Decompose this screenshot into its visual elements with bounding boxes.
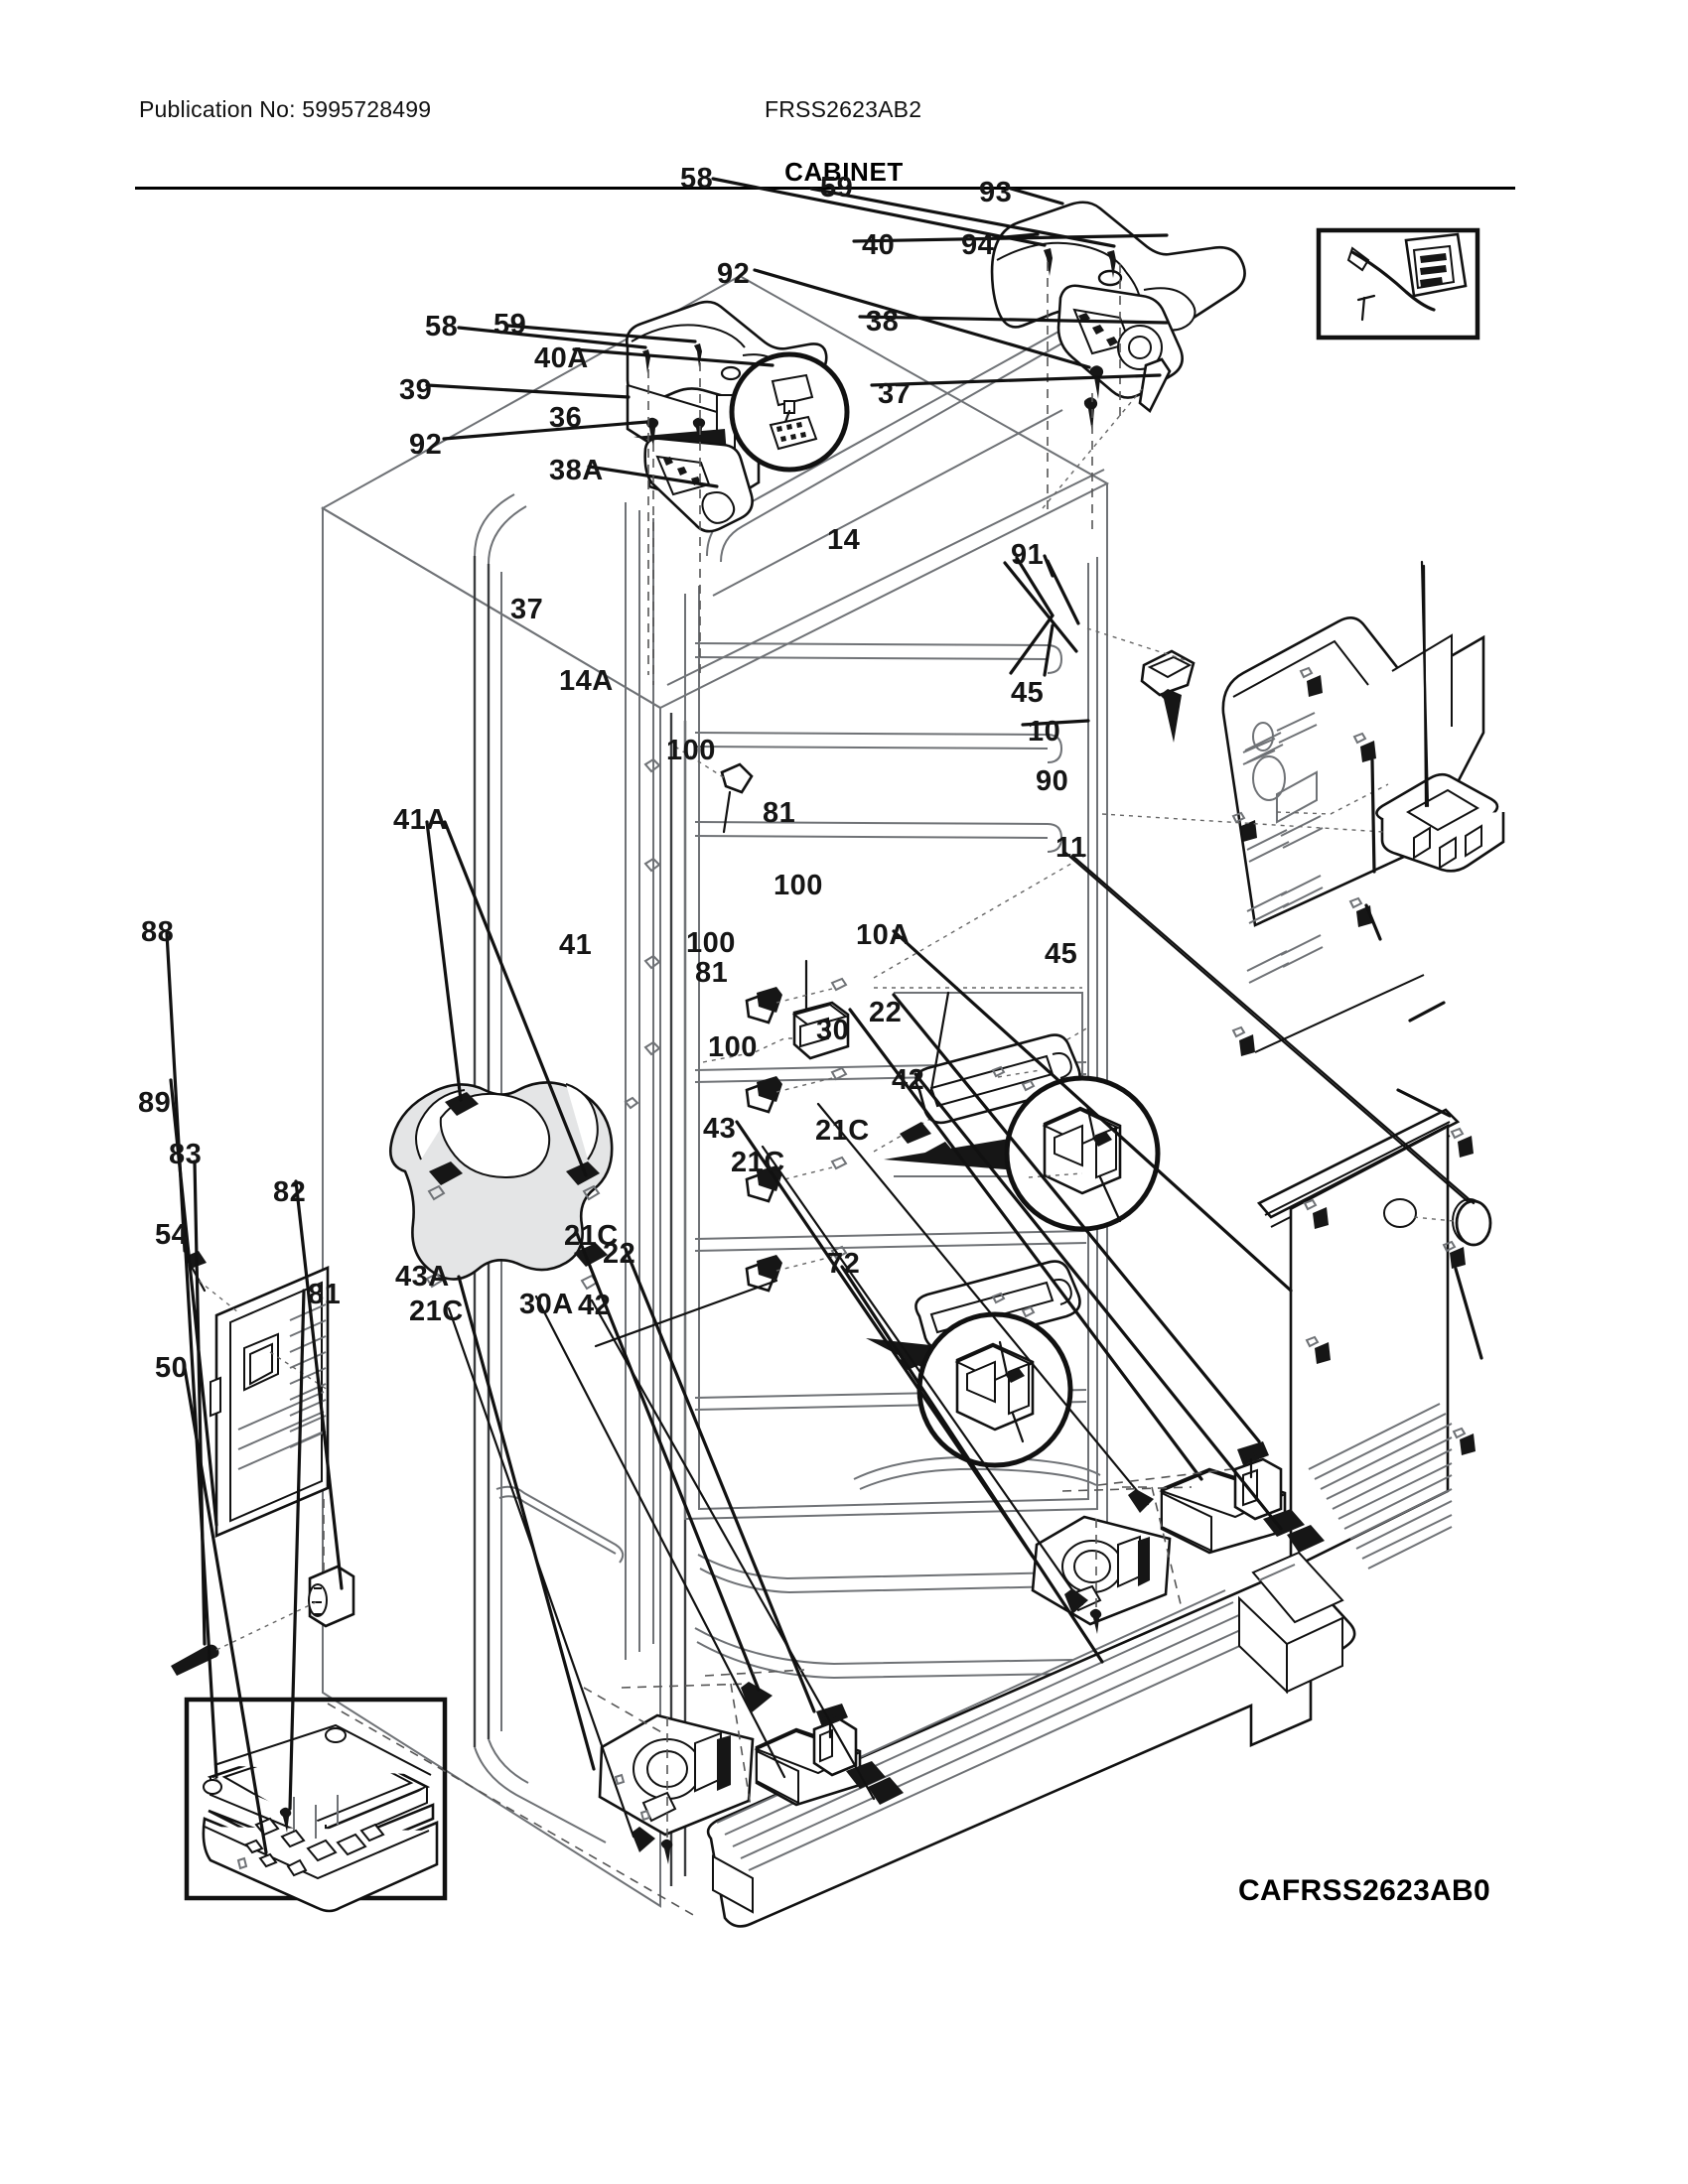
callout-81-lower: 81 bbox=[695, 957, 729, 989]
callout-38: 38 bbox=[866, 306, 900, 338]
cabinet-shelves bbox=[694, 312, 1106, 1680]
cabinet-mount-holes bbox=[624, 757, 661, 1110]
inset-box-50 bbox=[183, 1233, 448, 1913]
callout-90: 90 bbox=[1036, 765, 1069, 797]
callout-100-c: 100 bbox=[686, 927, 736, 959]
part-91-valve bbox=[1015, 554, 1505, 873]
callout-21C-c: 21C bbox=[564, 1220, 619, 1252]
callout-59-left: 59 bbox=[493, 309, 527, 341]
callout-92-left: 92 bbox=[409, 429, 443, 461]
callout-42-right: 42 bbox=[892, 1064, 925, 1096]
callout-14A: 14A bbox=[559, 665, 614, 697]
callout-100-b: 100 bbox=[774, 870, 823, 901]
callout-21C-a: 21C bbox=[815, 1115, 870, 1147]
callout-91: 91 bbox=[1011, 539, 1045, 571]
callout-10A: 10A bbox=[856, 919, 911, 951]
callout-30A: 30A bbox=[519, 1289, 574, 1320]
part-10-side-panel bbox=[1003, 561, 1485, 1056]
callout-37-top: 37 bbox=[878, 378, 912, 410]
publication-number: Publication No: 5995728499 bbox=[139, 96, 432, 122]
callout-89: 89 bbox=[138, 1087, 172, 1119]
callout-94: 94 bbox=[961, 229, 995, 261]
part-100-handle-upper bbox=[900, 991, 1081, 1163]
diagram-code: CAFRSS2623AB0 bbox=[1238, 1874, 1490, 1907]
callout-81-upper: 81 bbox=[763, 797, 796, 829]
leaders-top-right bbox=[711, 177, 1169, 536]
callout-22-right: 22 bbox=[869, 997, 903, 1028]
leaders-right-panel bbox=[1043, 559, 1446, 1023]
title-divider bbox=[135, 187, 1515, 190]
callout-36: 36 bbox=[549, 402, 583, 434]
page-title: CABINET bbox=[784, 157, 904, 187]
callout-40A: 40A bbox=[534, 342, 589, 374]
callout-21C-d: 21C bbox=[409, 1296, 464, 1327]
part-14-plug bbox=[1086, 627, 1196, 743]
part-37-plug-right bbox=[870, 357, 1172, 509]
callout-10: 10 bbox=[1028, 716, 1061, 748]
part-43A-motor bbox=[447, 1275, 755, 1864]
callout-41: 41 bbox=[559, 929, 593, 961]
callout-37-left: 37 bbox=[510, 594, 544, 625]
part-89-grille bbox=[165, 931, 330, 1538]
fasteners-top-right bbox=[1044, 248, 1116, 433]
callout-92-top: 92 bbox=[717, 258, 751, 290]
callout-58-left: 58 bbox=[425, 311, 459, 342]
part-30-bracket bbox=[816, 993, 1325, 1555]
callout-14: 14 bbox=[827, 524, 861, 556]
callout-93: 93 bbox=[979, 177, 1013, 208]
part-30A-bracket bbox=[534, 1229, 904, 1807]
part-10A-back-panel bbox=[892, 850, 1487, 1571]
callout-41A: 41A bbox=[393, 804, 448, 836]
callout-81-inset: 81 bbox=[308, 1279, 342, 1310]
callout-38A: 38A bbox=[549, 455, 604, 486]
callout-22-left: 22 bbox=[603, 1238, 636, 1270]
part-37-plug-left bbox=[674, 746, 754, 834]
part-14A-switch bbox=[702, 959, 850, 1063]
screw-arrows-45 bbox=[1239, 675, 1376, 1056]
callout-43: 43 bbox=[703, 1113, 737, 1145]
callout-42-left: 42 bbox=[578, 1290, 612, 1321]
callout-82: 82 bbox=[273, 1176, 307, 1208]
callout-43A: 43A bbox=[395, 1261, 450, 1293]
callout-72: 72 bbox=[827, 1248, 861, 1280]
callout-21C-b: 21C bbox=[731, 1147, 785, 1178]
callout-58-top: 58 bbox=[680, 163, 714, 195]
callout-45-lower: 45 bbox=[1045, 938, 1078, 970]
part-11-cap bbox=[1070, 854, 1492, 1247]
part-41A-shroud bbox=[389, 820, 614, 1291]
inset-box-93-94 bbox=[991, 187, 1480, 341]
callout-83: 83 bbox=[169, 1139, 203, 1170]
callout-88: 88 bbox=[141, 916, 175, 948]
part-72-toe-grille bbox=[706, 1265, 1356, 1928]
callout-100-a: 100 bbox=[666, 735, 716, 766]
callout-59-top: 59 bbox=[820, 172, 854, 204]
model-number: FRSS2623AB2 bbox=[765, 96, 922, 122]
callout-39: 39 bbox=[399, 374, 433, 406]
detail-circle-81-upper bbox=[884, 1075, 1161, 1232]
callout-50: 50 bbox=[155, 1352, 189, 1384]
leaders-left-top bbox=[425, 324, 774, 685]
callout-100-d: 100 bbox=[708, 1031, 758, 1063]
callout-54: 54 bbox=[155, 1219, 189, 1251]
callout-45-upper: 45 bbox=[1011, 677, 1045, 709]
callout-11: 11 bbox=[1055, 832, 1087, 864]
detail-circle-81-lower bbox=[866, 1311, 1073, 1468]
callout-40: 40 bbox=[862, 229, 896, 261]
callout-30: 30 bbox=[816, 1015, 850, 1046]
